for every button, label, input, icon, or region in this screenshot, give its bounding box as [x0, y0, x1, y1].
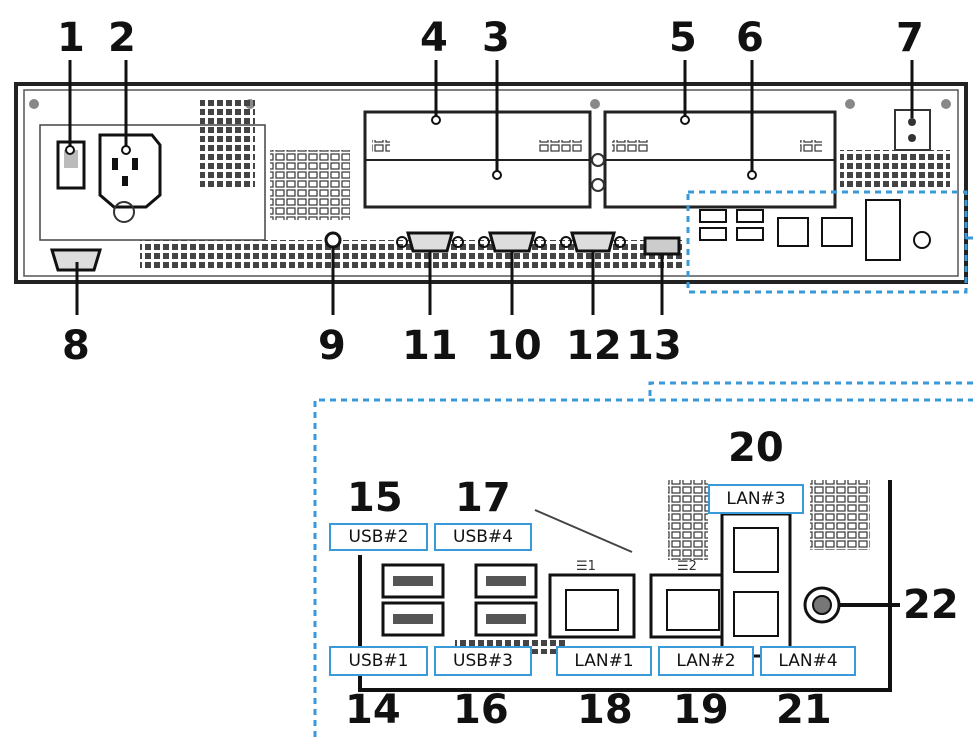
callout-15: 15 — [347, 475, 403, 521]
callout-21: 21 — [776, 687, 832, 733]
callout-12: 12 — [566, 323, 622, 369]
displayport — [643, 236, 681, 256]
leader-lines — [68, 60, 914, 315]
label-lan-1: LAN#1 — [556, 646, 652, 676]
callout-14: 14 — [345, 687, 401, 733]
callout-17: 17 — [455, 475, 511, 521]
power-supply — [39, 100, 290, 268]
callout-2: 2 — [108, 15, 136, 61]
label-usb-3: USB#3 — [434, 646, 532, 676]
label-lan-4: LAN#4 — [760, 646, 856, 676]
label-lan-2: LAN#2 — [658, 646, 754, 676]
screw — [845, 99, 855, 109]
screw — [29, 99, 39, 109]
vent-grid — [840, 150, 950, 190]
detail-frame — [313, 398, 973, 737]
callout-18: 18 — [577, 687, 633, 733]
label-usb-4: USB#4 — [434, 523, 532, 551]
callout-8: 8 — [62, 323, 90, 369]
expansion-slots-right — [603, 110, 837, 209]
label-usb-1: USB#1 — [329, 646, 428, 676]
label-lan-3: LAN#3 — [708, 484, 804, 514]
label-usb-2: USB#2 — [329, 523, 428, 551]
callout-16: 16 — [453, 687, 509, 733]
callout-19: 19 — [673, 687, 729, 733]
callout-9: 9 — [318, 323, 346, 369]
screw — [941, 99, 951, 109]
serial-port-8 — [49, 248, 103, 272]
usb-ports — [381, 563, 538, 637]
vent-grid — [270, 150, 350, 220]
latch — [894, 109, 931, 151]
ground-terminal — [803, 586, 900, 624]
com-ports — [396, 231, 626, 253]
callout-11: 11 — [402, 323, 458, 369]
callout-7: 7 — [896, 15, 924, 61]
zoom-region — [686, 190, 968, 294]
io-cluster — [699, 199, 931, 261]
screw — [590, 99, 600, 109]
ac-inlet — [98, 133, 162, 209]
callout-3: 3 — [482, 15, 510, 61]
callout-20: 20 — [728, 425, 784, 471]
svg-text:☰2: ☰2 — [677, 559, 697, 574]
callout-10: 10 — [486, 323, 542, 369]
detail-panel — [358, 480, 892, 692]
callout-22: 22 — [903, 582, 959, 628]
svg-text:☰1: ☰1 — [576, 559, 596, 574]
lan-ports: ☰1 ☰2 — [548, 512, 792, 658]
callout-1: 1 — [57, 15, 85, 61]
callout-4: 4 — [420, 15, 448, 61]
callout-6: 6 — [736, 15, 764, 61]
callout-13: 13 — [626, 323, 682, 369]
ground-screw — [324, 231, 342, 249]
callout-5: 5 — [669, 15, 697, 61]
expansion-slots-left — [363, 110, 592, 209]
